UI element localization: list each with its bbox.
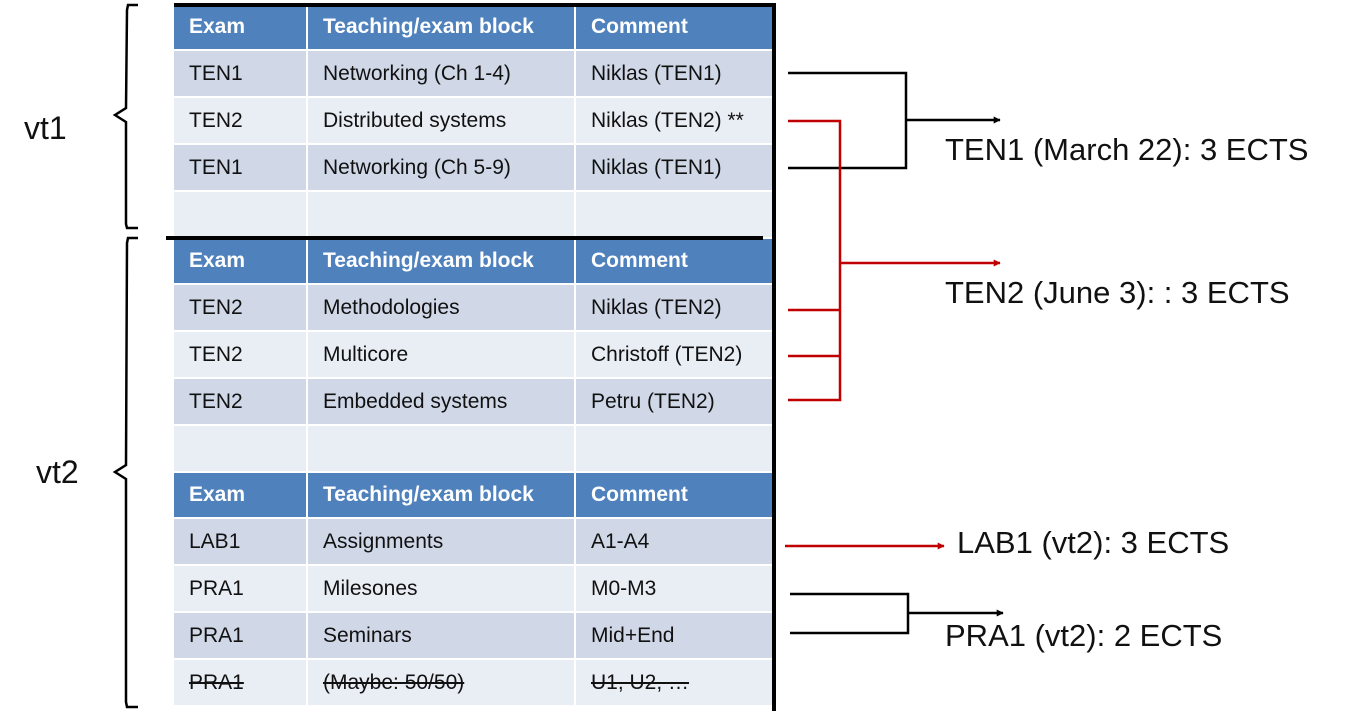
table-row: PRA1 Seminars Mid+End: [174, 612, 773, 660]
cell-exam: PRA1: [174, 565, 308, 613]
brace-vt1: [112, 3, 138, 230]
summary-pra1: PRA1 (vt2): 2 ECTS: [945, 618, 1223, 653]
table-header-row: Exam Teaching/exam block Comment: [174, 238, 773, 285]
summary-lab1: LAB1 (vt2): 3 ECTS: [957, 525, 1230, 560]
cell-block: Multicore: [307, 331, 576, 379]
table-row: TEN1 Networking (Ch 1-4) Niklas (TEN1): [174, 50, 773, 98]
col-header-comment: Comment: [575, 4, 773, 51]
col-header-exam: Exam: [174, 238, 308, 285]
table-top-border: [174, 3, 776, 7]
cell-block: Embedded systems: [307, 378, 576, 426]
cell-exam: [174, 425, 308, 473]
cell-block: (Maybe: 50/50): [307, 659, 576, 707]
summary-ten2: TEN2 (June 3): : 3 ECTS: [945, 275, 1290, 310]
cell-comment: M0-M3: [575, 565, 773, 613]
table-row: TEN2 Multicore Christoff (TEN2): [174, 331, 773, 379]
summary-ten1: TEN1 (March 22): 3 ECTS: [945, 132, 1309, 167]
col-header-block: Teaching/exam block: [307, 238, 576, 285]
cell-comment: A1-A4: [575, 518, 773, 566]
col-header-block: Teaching/exam block: [307, 4, 576, 51]
table-row: PRA1 Milesones M0-M3: [174, 565, 773, 613]
cell-comment: Niklas (TEN1): [575, 144, 773, 192]
cell-comment: Petru (TEN2): [575, 378, 773, 426]
cell-block: Seminars: [307, 612, 576, 660]
table-header-row: Exam Teaching/exam block Comment: [174, 472, 773, 519]
pra1-connector: [790, 592, 1004, 635]
cell-exam: PRA1: [174, 612, 308, 660]
col-header-comment: Comment: [575, 472, 773, 519]
cell-block: Networking (Ch 5-9): [307, 144, 576, 192]
cell-comment: Mid+End: [575, 612, 773, 660]
table-row-empty: [174, 425, 773, 473]
cell-block: Networking (Ch 1-4): [307, 50, 576, 98]
cell-exam: PRA1: [174, 659, 308, 707]
table-row: TEN1 Networking (Ch 5-9) Niklas (TEN1): [174, 144, 773, 192]
cell-comment: Christoff (TEN2): [575, 331, 773, 379]
table-header-row: Exam Teaching/exam block Comment: [174, 4, 773, 51]
table-row-struck: PRA1 (Maybe: 50/50) U1, U2, …: [174, 659, 773, 707]
cell-comment: U1, U2, …: [575, 659, 773, 707]
period-label-vt2: vt2: [36, 454, 79, 490]
exam-table: Exam Teaching/exam block Comment TEN1 Ne…: [174, 4, 773, 707]
col-header-comment: Comment: [575, 238, 773, 285]
table-row: TEN2 Methodologies Niklas (TEN2): [174, 284, 773, 332]
table-row: TEN2 Distributed systems Niklas (TEN2) *…: [174, 97, 773, 145]
cell-exam: LAB1: [174, 518, 308, 566]
table-row: LAB1 Assignments A1-A4: [174, 518, 773, 566]
cell-comment: [575, 425, 773, 473]
table-right-border: [772, 3, 776, 711]
period-label-vt1: vt1: [24, 110, 67, 146]
cell-exam: TEN2: [174, 284, 308, 332]
cell-exam: TEN1: [174, 144, 308, 192]
cell-block: Distributed systems: [307, 97, 576, 145]
cell-comment: [575, 191, 773, 239]
cell-comment: Niklas (TEN2): [575, 284, 773, 332]
brace-vt2: [112, 236, 138, 709]
cell-block: Assignments: [307, 518, 576, 566]
cell-exam: TEN2: [174, 378, 308, 426]
cell-exam: [174, 191, 308, 239]
cell-block: Methodologies: [307, 284, 576, 332]
table-row-empty: [174, 191, 773, 239]
col-header-exam: Exam: [174, 472, 308, 519]
cell-comment: Niklas (TEN1): [575, 50, 773, 98]
cell-block: Milesones: [307, 565, 576, 613]
cell-exam: TEN1: [174, 50, 308, 98]
cell-exam: TEN2: [174, 97, 308, 145]
cell-block: [307, 425, 576, 473]
cell-exam: TEN2: [174, 331, 308, 379]
ten1-connector: [788, 71, 1001, 170]
col-header-block: Teaching/exam block: [307, 472, 576, 519]
period-divider-line: [166, 236, 763, 240]
col-header-exam: Exam: [174, 4, 308, 51]
table-row: TEN2 Embedded systems Petru (TEN2): [174, 378, 773, 426]
cell-comment: Niklas (TEN2) **: [575, 97, 773, 145]
ten2-connector: [788, 119, 1001, 402]
